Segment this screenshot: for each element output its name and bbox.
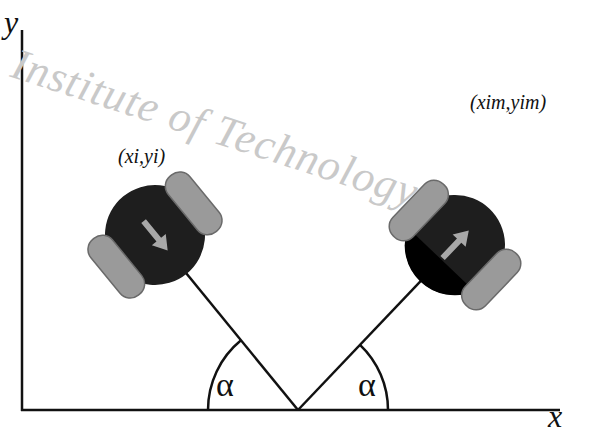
coordinate-label: (xi,yi) — [118, 146, 165, 166]
watermark: Institute of Technology — [6, 42, 423, 215]
coordinate-label: (xim,yim) — [470, 92, 546, 112]
axis-label: x — [548, 400, 562, 432]
angle-label: α — [216, 368, 234, 402]
angle-label: α — [358, 368, 376, 402]
axis-label: y — [4, 6, 18, 38]
